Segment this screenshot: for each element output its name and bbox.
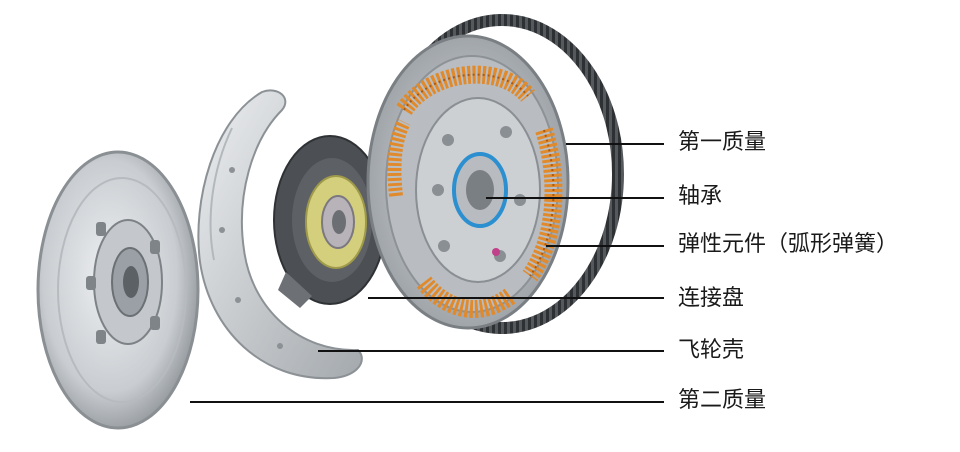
connecting-plate-disc: [273, 135, 387, 308]
label-second-mass: 第二质量: [678, 388, 767, 413]
second-mass-disc: [36, 150, 200, 430]
label-connecting-plate: 连接盘: [678, 286, 745, 311]
label-elastic-element: 弹性元件（弧形弹簧）: [678, 232, 899, 257]
label-first-mass: 第一质量: [678, 130, 767, 155]
arc-spring: [387, 65, 563, 318]
leader-lines: [190, 143, 664, 403]
flywheel-housing-shell: [197, 89, 363, 380]
label-flywheel-housing: 飞轮壳: [678, 338, 745, 363]
first-mass-disc: [366, 34, 570, 330]
label-bearing: 轴承: [678, 184, 723, 209]
